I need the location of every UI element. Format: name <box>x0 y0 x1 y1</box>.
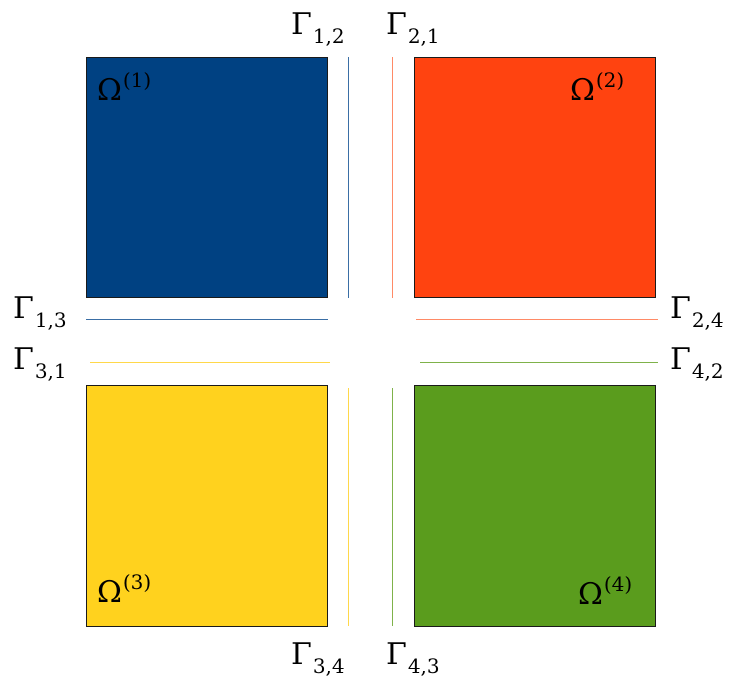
interface-2-4-label: Γ2,4 <box>670 291 724 333</box>
interface-4-3-label: Γ4,3 <box>386 637 440 678</box>
interface-2-1-symbol: Γ <box>386 7 407 42</box>
subdomain-1-square <box>86 57 328 298</box>
interface-1-3-subscript: 1,3 <box>34 308 67 332</box>
interface-2-4-line <box>416 319 658 321</box>
subdomain-3-label: Ω(3) <box>97 570 151 610</box>
subdomain-4-superscript: (4) <box>603 572 633 596</box>
subdomain-1-symbol: Ω <box>97 73 122 108</box>
interface-3-1-symbol: Γ <box>13 342 34 377</box>
subdomain-2-label: Ω(2) <box>570 68 624 108</box>
interface-2-1-subscript: 2,1 <box>407 24 440 48</box>
interface-1-2-subscript: 1,2 <box>312 24 345 48</box>
subdomain-3-superscript: (3) <box>122 570 152 594</box>
interface-2-4-symbol: Γ <box>670 291 691 326</box>
interface-3-1-label: Γ3,1 <box>13 342 67 384</box>
interface-4-2-line <box>420 362 658 364</box>
interface-3-4-subscript: 3,4 <box>312 654 345 678</box>
interface-1-2-label: Γ1,2 <box>291 7 345 49</box>
interface-4-2-symbol: Γ <box>670 342 691 377</box>
interface-4-3-symbol: Γ <box>386 637 407 672</box>
interface-4-3-line <box>392 388 394 626</box>
subdomain-1-label: Ω(1) <box>97 68 151 108</box>
subdomain-2-symbol: Ω <box>570 73 595 108</box>
subdomain-3-square <box>86 385 328 627</box>
interface-3-4-line <box>348 388 350 626</box>
interface-3-4-symbol: Γ <box>291 637 312 672</box>
interface-2-1-line <box>392 57 394 298</box>
subdomain-2-square <box>414 57 656 298</box>
interface-1-3-label: Γ1,3 <box>13 291 67 333</box>
interface-4-2-label: Γ4,2 <box>670 342 724 384</box>
subdomain-2-superscript: (2) <box>595 68 625 92</box>
interface-3-1-subscript: 3,1 <box>34 359 67 383</box>
interface-1-2-line <box>348 57 350 298</box>
interface-1-3-symbol: Γ <box>13 291 34 326</box>
interface-4-3-subscript: 4,3 <box>407 654 440 678</box>
interface-3-4-label: Γ3,4 <box>291 637 345 678</box>
subdomain-3-symbol: Ω <box>97 575 122 610</box>
interface-4-2-subscript: 4,2 <box>691 359 724 383</box>
interface-3-1-line <box>90 362 330 364</box>
subdomain-4-label: Ω(4) <box>578 572 632 612</box>
interface-1-2-symbol: Γ <box>291 7 312 42</box>
subdomain-1-superscript: (1) <box>122 68 152 92</box>
interface-2-1-label: Γ2,1 <box>386 7 440 49</box>
subdomain-4-square <box>414 385 656 627</box>
interface-2-4-subscript: 2,4 <box>691 308 724 332</box>
subdomain-4-symbol: Ω <box>578 577 603 612</box>
interface-1-3-line <box>86 319 328 321</box>
